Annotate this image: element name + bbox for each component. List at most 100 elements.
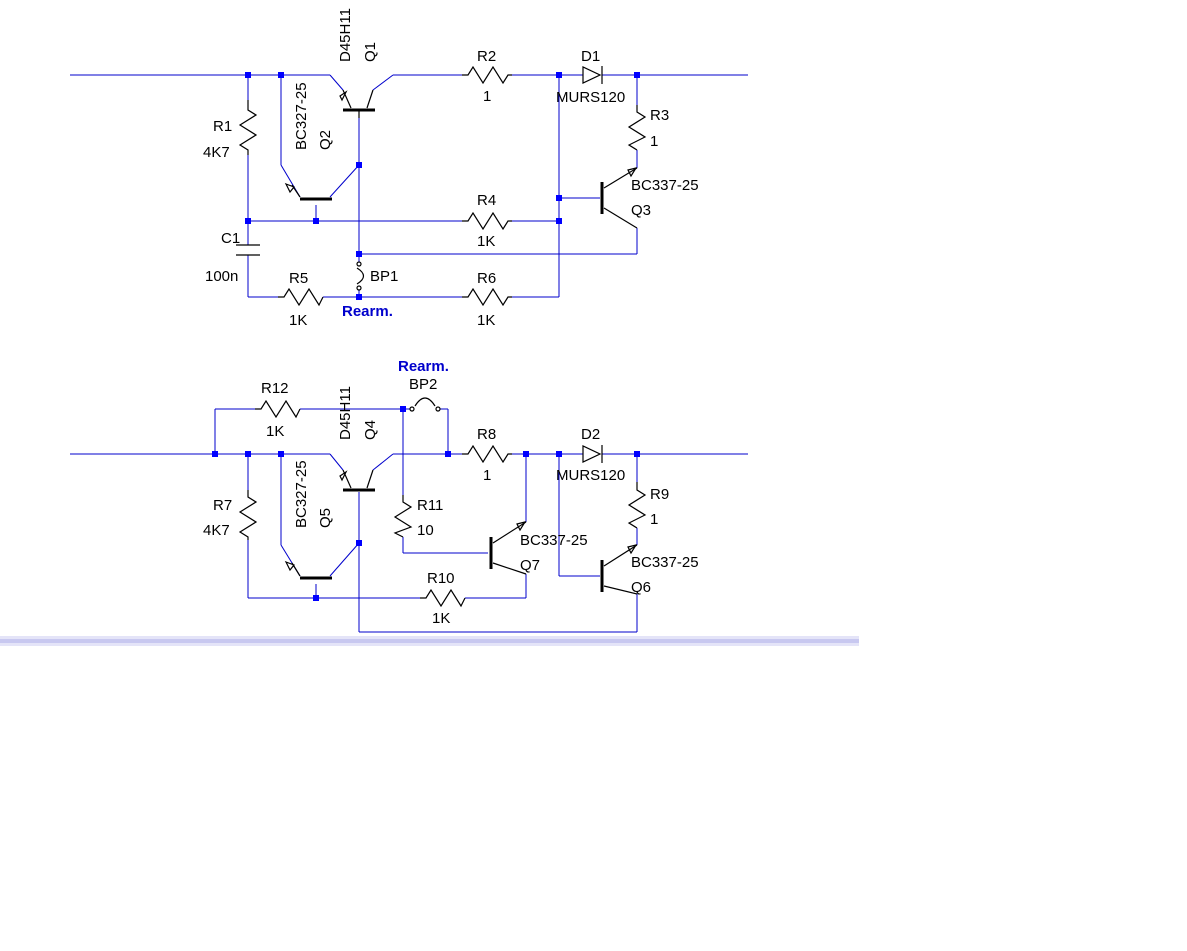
pushbutton-bp2[interactable] [409,397,441,412]
junction-node [634,451,640,457]
q5-ref-label: Q5 [317,508,334,528]
resistor-r5[interactable] [278,287,324,307]
wire [329,542,360,577]
junction-node [313,595,319,601]
r3-ref-label: R3 [650,107,669,124]
diode-d2[interactable] [582,445,603,463]
resistor-r3[interactable] [627,105,647,151]
resistor-r7[interactable] [238,490,258,540]
r12-ref-label: R12 [261,380,289,397]
resistor-r4[interactable] [462,211,512,231]
junction-node [245,218,251,224]
q2-ref-label: Q2 [317,130,334,150]
r7-value-label: 4K7 [203,522,230,539]
bp2-note-label: Rearm. [398,358,449,375]
r1-value-label: 4K7 [203,144,230,161]
q5-part-label: BC327-25 [293,460,310,528]
q3-part-label: BC337-25 [631,177,699,194]
wire [329,164,360,198]
q1-part-label: D45H11 [337,8,354,62]
transistor-q4[interactable] [339,469,375,492]
r9-ref-label: R9 [650,486,669,503]
diode-d1[interactable] [582,66,603,84]
r8-value-label: 1 [483,467,491,484]
r4-value-label: 1K [477,233,495,250]
bp1-ref-label: BP1 [370,268,398,285]
resistor-r6[interactable] [462,287,512,307]
transistor-q6[interactable] [600,544,638,595]
q7-ref-label: Q7 [520,557,540,574]
transistor-q7[interactable] [489,521,527,575]
r8-ref-label: R8 [477,426,496,443]
junction-node [556,218,562,224]
junction-node [556,451,562,457]
resistor-r11[interactable] [393,495,413,538]
q7-part-label: BC337-25 [520,532,588,549]
q4-part-label: D45H11 [337,386,354,440]
r2-ref-label: R2 [477,48,496,65]
r11-ref-label: R11 [417,497,443,514]
q1-ref-label: Q1 [362,42,379,62]
r10-value-label: 1K [432,610,450,627]
junction-node [278,72,284,78]
resistor-r2[interactable] [462,65,512,85]
r6-value-label: 1K [477,312,495,329]
wire [372,453,394,471]
c1-value-label: 100n [205,268,238,285]
junction-node [634,72,640,78]
junction-node [212,451,218,457]
pushbutton-bp1[interactable] [356,261,365,291]
r2-value-label: 1 [483,88,491,105]
resistor-r10[interactable] [420,588,466,608]
junction-node [445,451,451,457]
d1-ref-label: D1 [581,48,600,65]
resistor-r9[interactable] [627,482,647,529]
r5-value-label: 1K [289,312,307,329]
transistor-q2[interactable] [284,182,332,201]
top-circuit: D45H11 Q1 BC327-25 Q2 BC337-25 Q3 R1 4K7… [70,8,748,329]
junction-node [400,406,406,412]
bp1-note-label: Rearm. [342,303,393,320]
resistor-r8[interactable] [462,444,512,464]
r6-ref-label: R6 [477,270,496,287]
junction-node [356,162,362,168]
wire [329,453,344,471]
d1-part-label: MURS120 [556,89,625,106]
junction-node [278,451,284,457]
r3-value-label: 1 [650,133,658,150]
r4-ref-label: R4 [477,192,496,209]
bottom-circuit: D45H11 Q4 BC327-25 Q5 BC337-25 Q6 BC337-… [70,358,748,633]
junction-node [245,451,251,457]
junction-node [523,451,529,457]
bp2-ref-label: BP2 [409,376,437,393]
horizontal-scroll-strip[interactable] [0,636,859,646]
resistor-r1[interactable] [238,100,258,155]
junction-node [313,218,319,224]
d2-ref-label: D2 [581,426,600,443]
q3-ref-label: Q3 [631,202,651,219]
r11-value-label: 10 [417,522,434,539]
q4-ref-label: Q4 [362,420,379,440]
transistor-q5[interactable] [284,560,332,580]
r7-ref-label: R7 [213,497,232,514]
d2-part-label: MURS120 [556,467,625,484]
junction-node [356,251,362,257]
junction-node [356,540,362,546]
r10-ref-label: R10 [427,570,455,587]
r9-value-label: 1 [650,511,658,528]
r12-value-label: 1K [266,423,284,440]
r5-ref-label: R5 [289,270,308,287]
r1-ref-label: R1 [213,118,232,135]
wire [372,74,394,91]
capacitor-c1[interactable] [236,244,260,256]
junction-node [556,195,562,201]
c1-ref-label: C1 [221,230,240,247]
junction-node [356,294,362,300]
transistor-q1[interactable] [339,89,375,118]
wire [329,74,344,91]
junction-node [556,72,562,78]
resistor-r12[interactable] [255,399,301,419]
transistor-q3[interactable] [600,167,638,229]
q6-ref-label: Q6 [631,579,651,596]
